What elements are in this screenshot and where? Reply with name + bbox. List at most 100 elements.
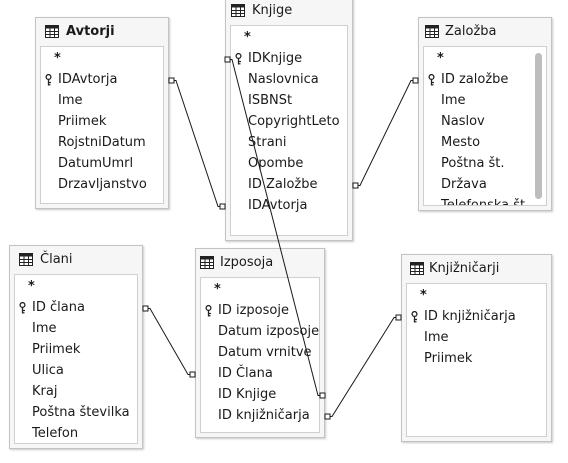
field-row[interactable]: Priimek [41, 112, 163, 133]
table-title: Člani [40, 252, 73, 267]
field-row[interactable]: Ime [15, 319, 137, 340]
field-name: Ime [424, 330, 449, 345]
field-row[interactable]: Ime [424, 91, 546, 112]
field-row[interactable]: IDAvtorja [231, 196, 347, 217]
field-row[interactable]: Priimek [407, 349, 546, 370]
field-all[interactable]: * [231, 28, 347, 49]
relation-line[interactable] [143, 308, 195, 375]
field-row[interactable]: Kraj [15, 382, 137, 403]
field-row[interactable]: Telefonska št [424, 196, 546, 205]
field-row[interactable]: CopyrightLeto [231, 112, 347, 133]
field-row[interactable]: ID Knjige [201, 385, 319, 406]
table-header[interactable]: Knjižničarji [402, 255, 551, 283]
table-header[interactable]: Založba [419, 18, 551, 46]
field-name: Datum izposoje [218, 324, 320, 339]
vertical-scrollbar[interactable] [535, 53, 542, 199]
field-name: Priimek [424, 351, 473, 366]
field-all[interactable]: * [41, 49, 163, 70]
field-row[interactable]: Država [424, 175, 546, 196]
field-all[interactable]: * [15, 277, 137, 298]
field-row[interactable]: DatumUmrl [41, 154, 163, 175]
field-all[interactable]: * [407, 286, 546, 307]
field-name: Ulica [32, 363, 64, 378]
table-grid-icon [231, 4, 245, 17]
field-name: CopyrightLeto [248, 114, 340, 129]
field-row[interactable]: IDAvtorja [41, 70, 163, 91]
field-row[interactable]: ID Člana [201, 364, 319, 385]
table-title: Založba [445, 24, 497, 39]
field-name: * [244, 30, 251, 45]
field-row[interactable]: Telefon [15, 424, 137, 443]
field-row[interactable]: ID založbe [424, 70, 546, 91]
field-row[interactable]: ID knjižničarja [201, 406, 319, 427]
table-grid-icon [410, 262, 424, 275]
field-row[interactable]: Naslovnica [231, 70, 347, 91]
field-name: * [214, 282, 221, 297]
primary-key-icon [205, 305, 212, 317]
relation-line[interactable] [353, 80, 418, 186]
field-row[interactable]: IDKnjige [231, 49, 347, 70]
field-name: Priimek [58, 114, 107, 129]
field-row[interactable]: Strani [231, 133, 347, 154]
table-header[interactable]: Člani [10, 246, 142, 274]
field-name: Poštna št. [441, 156, 505, 171]
primary-key-icon [235, 53, 242, 65]
primary-key-icon [428, 74, 435, 86]
field-row[interactable]: Mesto [424, 133, 546, 154]
field-name: ID Založbe [248, 177, 318, 192]
table-grid-icon [425, 25, 439, 38]
field-name: * [54, 51, 61, 66]
field-row[interactable]: Poštna št. [424, 154, 546, 175]
field-name: Poštna številka [32, 405, 130, 420]
field-all[interactable]: * [424, 49, 546, 70]
field-name: Naslov [441, 114, 485, 129]
field-row[interactable]: Ime [41, 91, 163, 112]
field-row[interactable]: RojstniDatum [41, 133, 163, 154]
field-name: ID člana [32, 300, 85, 315]
table-header[interactable]: Knjige [226, 0, 352, 25]
field-row[interactable]: ISBNSt [231, 91, 347, 112]
field-name: * [420, 288, 427, 303]
field-row[interactable]: Priimek [15, 340, 137, 361]
field-name: Strani [248, 135, 287, 150]
field-name: Ime [58, 93, 83, 108]
relation-line[interactable] [325, 317, 401, 417]
field-row[interactable]: Datum izposoje [201, 322, 319, 343]
field-name: ID knjižničarja [218, 408, 310, 423]
field-row[interactable]: ID izposoje [201, 301, 319, 322]
field-all[interactable]: * [201, 280, 319, 301]
field-name: ID knjižničarja [424, 309, 516, 324]
relation-line[interactable] [169, 80, 225, 207]
field-row[interactable]: ID Založbe [231, 175, 347, 196]
field-name: ID založbe [441, 72, 509, 87]
field-row[interactable]: ID člana [15, 298, 137, 319]
table-grid-icon [45, 25, 59, 38]
field-name: ID Knjige [218, 387, 277, 402]
table-header[interactable]: Izposoja [196, 249, 324, 277]
table-header[interactable]: Avtorji [36, 18, 168, 46]
field-row[interactable]: Opombe [231, 154, 347, 175]
field-row[interactable]: Datum vrnitve [201, 343, 319, 364]
field-name: Ime [32, 321, 57, 336]
relation-end-marker [168, 77, 175, 84]
field-name: ID Člana [218, 366, 273, 381]
field-row[interactable]: Poštna številka [15, 403, 137, 424]
field-row[interactable]: ID knjižničarja [407, 307, 546, 328]
table-title: Knjige [252, 3, 293, 18]
field-row[interactable]: Drzavljanstvo [41, 175, 163, 196]
field-row[interactable]: Ulica [15, 361, 137, 382]
field-row[interactable]: Naslov [424, 112, 546, 133]
field-row[interactable]: Ime [407, 328, 546, 349]
